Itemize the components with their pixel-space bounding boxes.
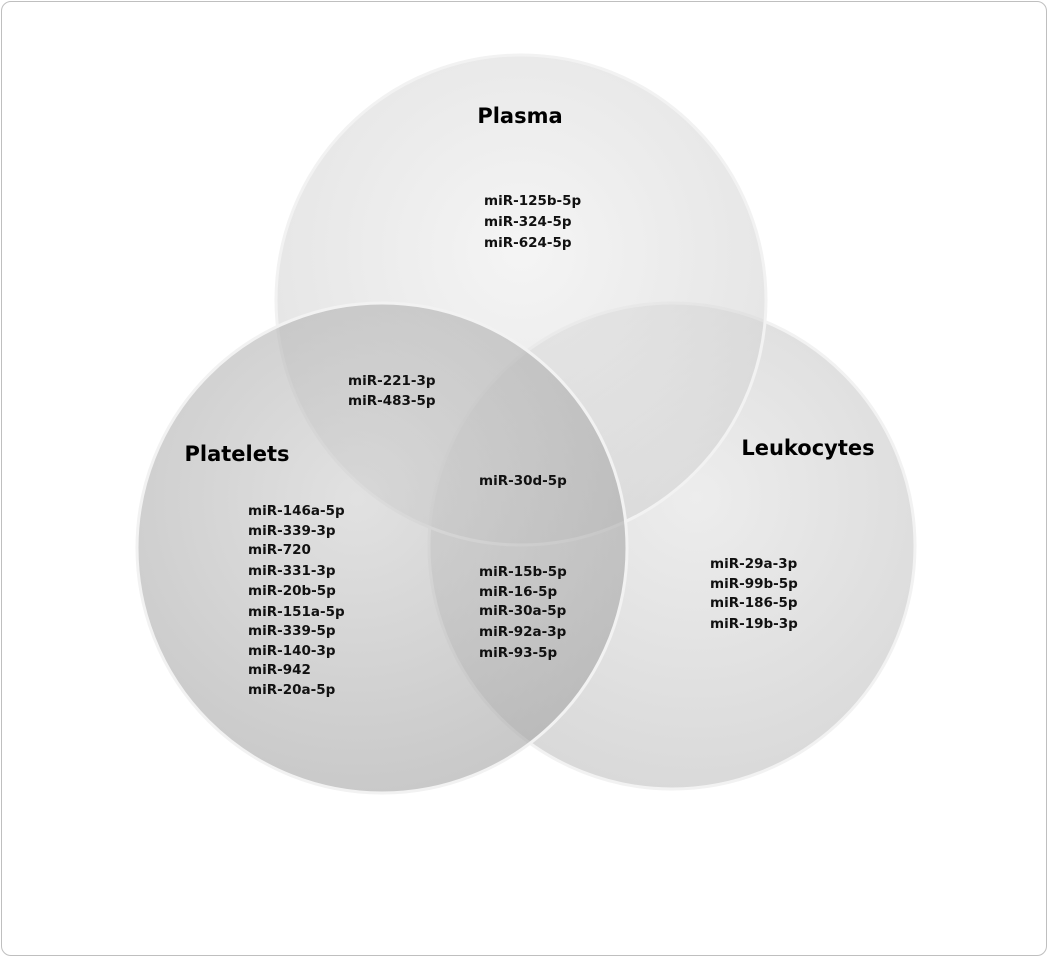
mirna-label: miR-125b-5p xyxy=(484,193,582,209)
mirna-label: miR-624-5p xyxy=(484,235,572,251)
leukocytes-title: Leukocytes xyxy=(741,436,874,460)
mirna-label: miR-221-3p xyxy=(348,373,436,389)
region-platelets-only: miR-146a-5p miR-339-3p miR-720 miR-331-3… xyxy=(248,503,345,698)
region-plasma-only: miR-125b-5p miR-324-5p miR-624-5p xyxy=(484,193,582,251)
mirna-label: miR-720 xyxy=(248,542,311,558)
mirna-label: miR-20a-5p xyxy=(248,682,336,698)
mirna-label: miR-29a-3p xyxy=(710,556,798,572)
mirna-label: miR-146a-5p xyxy=(248,503,345,519)
mirna-label: miR-99b-5p xyxy=(710,576,798,592)
mirna-label: miR-30a-5p xyxy=(479,603,567,619)
mirna-label: miR-186-5p xyxy=(710,595,798,611)
mirna-label: miR-331-3p xyxy=(248,563,336,579)
mirna-label: miR-93-5p xyxy=(479,645,557,661)
region-plasma-platelets: miR-221-3p miR-483-5p xyxy=(348,373,436,409)
mirna-label: miR-92a-3p xyxy=(479,624,567,640)
mirna-label: miR-19b-3p xyxy=(710,616,798,632)
plasma-title: Plasma xyxy=(477,104,562,128)
mirna-label: miR-20b-5p xyxy=(248,583,336,599)
region-leukocytes-only: miR-29a-3p miR-99b-5p miR-186-5p miR-19b… xyxy=(710,556,798,632)
mirna-label: miR-16-5p xyxy=(479,584,557,600)
platelets-circle xyxy=(135,301,629,795)
mirna-label: miR-151a-5p xyxy=(248,604,345,620)
region-all-three: miR-30d-5p xyxy=(479,473,567,489)
platelets-title: Platelets xyxy=(184,442,289,466)
mirna-label: miR-324-5p xyxy=(484,214,572,230)
mirna-label: miR-339-5p xyxy=(248,623,336,639)
mirna-label: miR-30d-5p xyxy=(479,473,567,489)
mirna-label: miR-140-3p xyxy=(248,643,336,659)
mirna-label: miR-15b-5p xyxy=(479,564,567,580)
region-platelets-leukocytes: miR-15b-5p miR-16-5p miR-30a-5p miR-92a-… xyxy=(479,564,567,661)
mirna-label: miR-483-5p xyxy=(348,393,436,409)
mirna-label: miR-942 xyxy=(248,662,311,678)
mirna-label: miR-339-3p xyxy=(248,523,336,539)
